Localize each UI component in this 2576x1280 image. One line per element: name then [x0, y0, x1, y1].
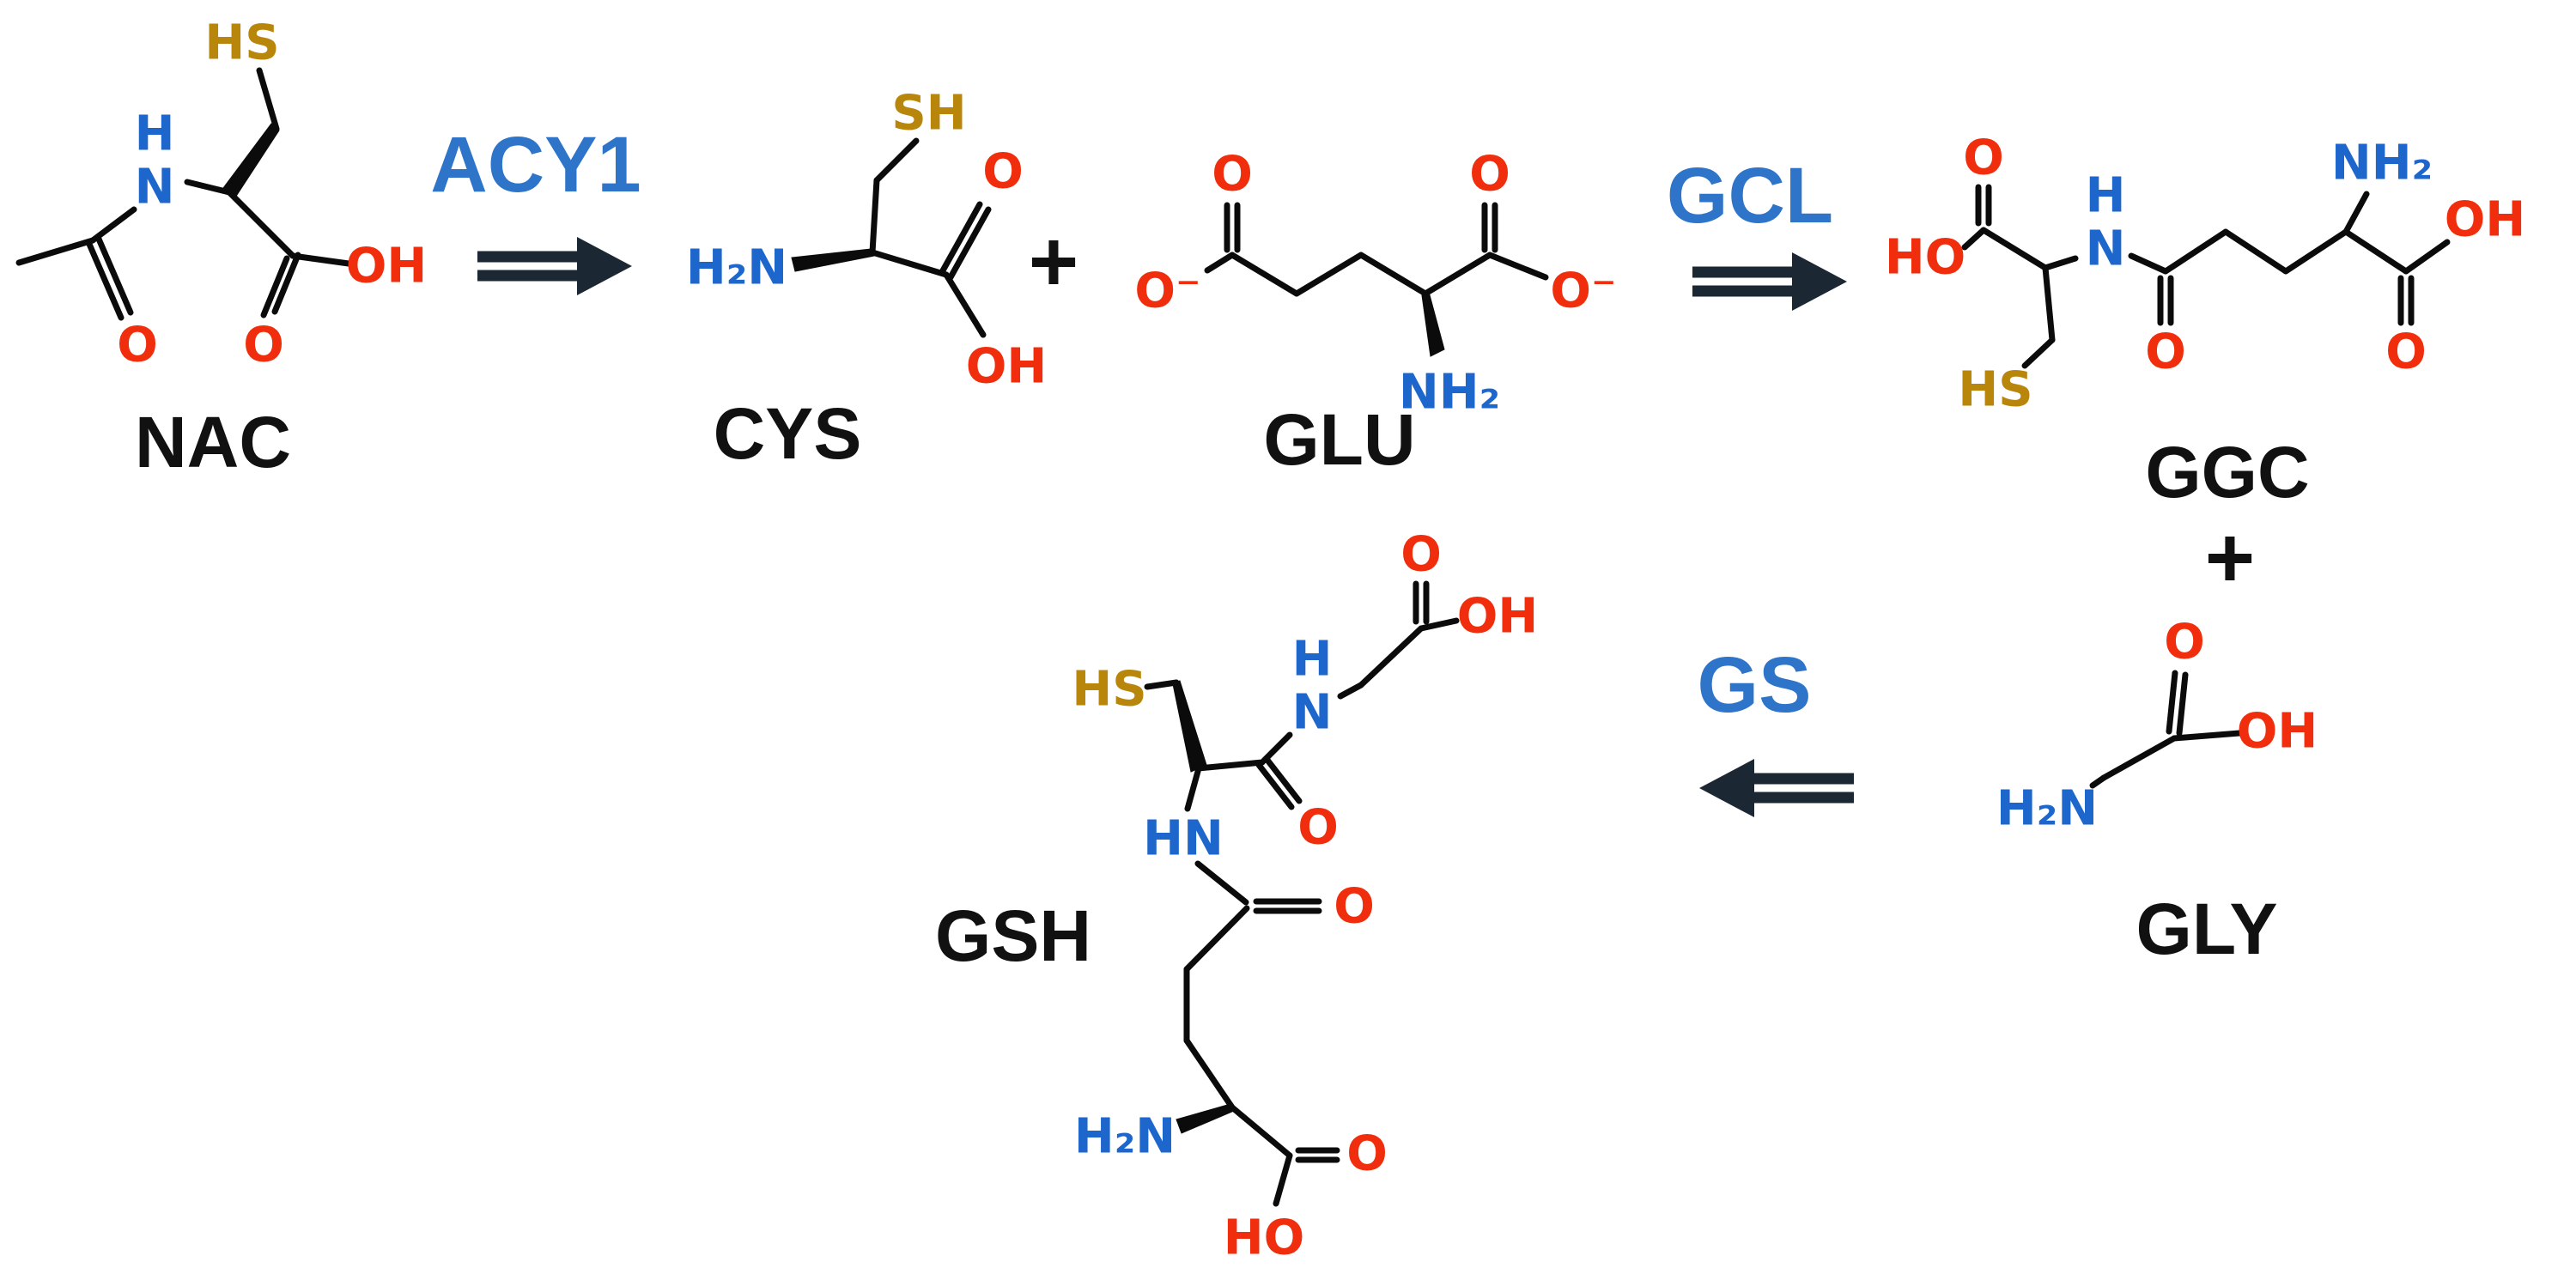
- enzyme-label-acy1: ACY1: [430, 121, 641, 209]
- gly-label: GLY: [2136, 889, 2278, 969]
- nac-atom-o-acetyl: O: [117, 318, 158, 373]
- arrow-head-left: [1699, 759, 1754, 817]
- nac-atom-amide-n: N: [135, 160, 175, 215]
- nac-atom-oh: OH: [346, 239, 427, 294]
- ggc-atom-o-acid: O: [2385, 325, 2427, 380]
- gly-structure: O OH H₂N: [1996, 615, 2318, 837]
- gly-bonds: [2089, 670, 2243, 789]
- reaction-arrow-gs: [1699, 759, 1854, 817]
- gsh-atom-ho: HO: [1224, 1210, 1304, 1266]
- cys-atom-o: O: [982, 144, 1024, 200]
- ggc-atom-amide-h: H: [2086, 168, 2126, 224]
- nac-atom-sh: HS: [204, 15, 279, 71]
- glu-atom-o-left: O: [1212, 147, 1253, 203]
- gsh-atom-h2n: H₂N: [1074, 1109, 1176, 1165]
- glu-structure: O⁻ O O O⁻ NH₂: [1134, 147, 1616, 421]
- plus-sign-cys-glu: +: [1028, 214, 1079, 310]
- gsh-wedge-bond-cys: [1172, 680, 1207, 773]
- ggc-atom-nh2: NH₂: [2331, 136, 2433, 191]
- glu-bonds: [1204, 202, 1549, 357]
- gsh-wedge-bond-glu: [1176, 1103, 1235, 1134]
- gsh-atom-o-glu-amide: O: [1334, 879, 1375, 935]
- gsh-atom-hs: HS: [1072, 662, 1146, 718]
- ggc-atom-o-top-left: O: [1963, 130, 2004, 186]
- nac-wedge-bond: [222, 123, 280, 198]
- enzyme-label-gs: GS: [1697, 641, 1812, 729]
- arrow-head-right: [1792, 252, 1847, 311]
- gsh-atom-oh-gly: OH: [1457, 589, 1537, 645]
- cys-atom-oh: OH: [966, 339, 1047, 395]
- ggc-structure: O HO HS H N O NH₂ O OH: [1889, 130, 2525, 418]
- cys-wedge-bond: [791, 248, 875, 272]
- cys-structure: SH H₂N O OH: [686, 86, 1047, 395]
- enzyme-label-gcl: GCL: [1666, 152, 1834, 240]
- gly-atom-o: O: [2164, 615, 2205, 670]
- ggc-bonds: [1961, 184, 2451, 369]
- glu-atom-o-right: O: [1469, 147, 1510, 203]
- gsh-bonds: [1144, 580, 1460, 1207]
- gly-atom-h2n: H₂N: [1996, 781, 2098, 837]
- ggc-atom-amide-n: N: [2086, 221, 2126, 277]
- gsh-atom-amide-h: H: [1292, 632, 1333, 688]
- gsh-atom-o-cys-amide: O: [1297, 800, 1339, 856]
- reaction-arrow-acy1: [477, 237, 632, 295]
- ggc-atom-ho: HO: [1889, 230, 1965, 286]
- ggc-atom-oh: OH: [2445, 192, 2525, 248]
- gsh-atom-o-acid: O: [1346, 1126, 1388, 1182]
- ggc-atom-o-amide: O: [2145, 325, 2186, 380]
- cys-atom-h2n: H₂N: [686, 240, 787, 296]
- cys-label: CYS: [713, 393, 862, 474]
- reaction-arrow-gcl: [1692, 252, 1847, 311]
- ggc-atom-hs: HS: [1958, 362, 2032, 418]
- gsh-structure: O OH H N O HS HN O H₂N O HO: [1072, 527, 1537, 1266]
- glu-wedge-bond: [1421, 291, 1445, 357]
- nac-atom-o-acid: O: [243, 318, 284, 373]
- nac-label: NAC: [135, 402, 291, 482]
- glu-atom-o-minus-right: O⁻: [1550, 264, 1616, 319]
- arrow-head-right: [577, 237, 632, 295]
- plus-sign-ggc-gly: +: [2204, 510, 2256, 606]
- glu-label: GLU: [1263, 399, 1416, 480]
- ggc-label: GGC: [2145, 432, 2310, 513]
- cys-bonds: [791, 137, 992, 338]
- nac-structure: HS H N O O OH: [15, 15, 427, 373]
- gsh-atom-o-gly: O: [1400, 527, 1442, 583]
- nac-atom-amide-h: H: [135, 106, 175, 162]
- gsh-atom-hn: HN: [1143, 811, 1224, 867]
- glu-atom-o-minus-left: O⁻: [1134, 264, 1200, 319]
- nac-bonds: [15, 67, 352, 321]
- cys-atom-sh: SH: [891, 86, 966, 142]
- gsh-label: GSH: [934, 895, 1092, 976]
- gly-atom-oh: OH: [2237, 704, 2318, 760]
- glu-atom-nh2: NH₂: [1399, 365, 1500, 421]
- gsh-atom-amide-n: N: [1292, 685, 1333, 741]
